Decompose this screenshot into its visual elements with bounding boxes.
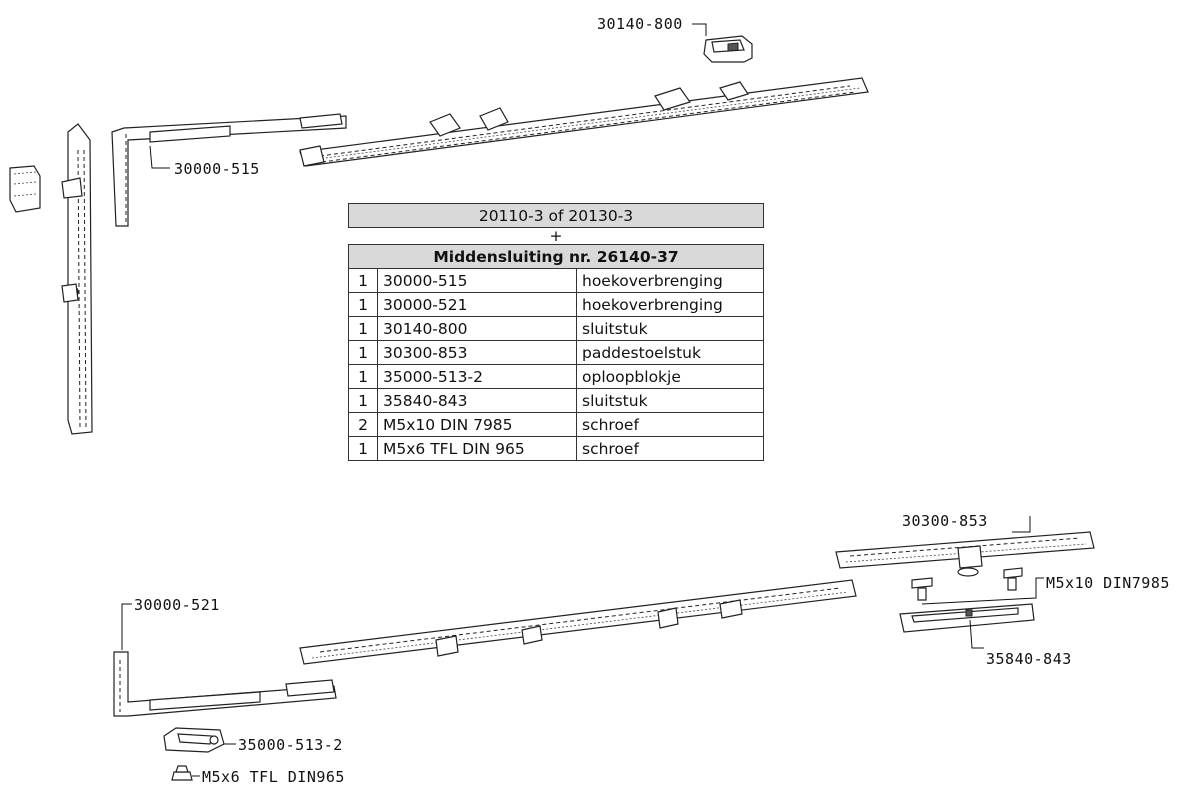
row-qty: 1 [348,268,378,293]
row-code: M5x10 DIN 7985 [377,412,577,437]
part-35840-843: 35840-843 [899,603,1072,668]
row-code: 30000-521 [377,292,577,317]
row-code: 35000-513-2 [377,364,577,389]
row-desc: paddestoelstuk [576,340,764,365]
table-row: 1 M5x6 TFL DIN 965 schroef [348,436,764,461]
row-qty: 1 [348,436,378,461]
row-desc: sluitstuk [576,388,764,413]
leader-30000-515 [149,145,170,169]
row-qty: 1 [348,292,378,317]
part-30300-853: 30300-853 [835,512,1095,577]
row-desc: hoekoverbrenging [576,292,764,317]
row-desc: hoekoverbrenging [576,268,764,293]
part-m5x6-screw: M5x6 TFL DIN965 [171,765,345,786]
table-header-middensluiting: Middensluiting nr. 26140-37 [348,244,764,269]
table-row: 1 30300-853 paddestoelstuk [348,340,764,365]
callout-30000-515: 30000-515 [174,160,260,178]
part-30000-515: 30000-515 [111,113,347,227]
row-desc: oploopblokje [576,364,764,389]
table-header-row: 20110-3 of 20130-3 [348,203,764,228]
row-qty: 1 [348,340,378,365]
callout-35840-843: 35840-843 [986,650,1072,668]
table-plus: + [348,227,764,245]
row-code: 35840-843 [377,388,577,413]
table-header-model: 20110-3 of 20130-3 [348,203,764,228]
callout-30140-800: 30140-800 [597,15,683,33]
leader-m5x10 [921,577,1044,605]
part-35000-513-2: 35000-513-2 [163,727,343,754]
table-plus-row: + [348,227,764,245]
row-code: 30140-800 [377,316,577,341]
row-code: 30000-515 [377,268,577,293]
callout-m5x6: M5x6 TFL DIN965 [202,768,345,786]
table-row: 1 30140-800 sluitstuk [348,316,764,341]
callout-30300-853: 30300-853 [902,512,988,530]
leader-30000-521 [121,603,132,650]
callout-m5x10: M5x10 DIN7985 [1046,574,1170,592]
table-row: 1 35840-843 sluitstuk [348,388,764,413]
table-row: 1 30000-515 hoekoverbrenging [348,268,764,293]
row-code: 30300-853 [377,340,577,365]
row-qty: 1 [348,364,378,389]
leader-30140-800 [692,23,707,36]
row-code: M5x6 TFL DIN 965 [377,436,577,461]
row-desc: sluitstuk [576,316,764,341]
row-qty: 1 [348,316,378,341]
row-desc: schroef [576,412,764,437]
bottom-drive-rod [299,579,857,665]
row-desc: schroef [576,436,764,461]
part-30140-800: 30140-800 [597,15,753,63]
top-drive-rod [299,77,869,167]
callout-30000-521: 30000-521 [134,596,220,614]
row-qty: 2 [348,412,378,437]
table-row: 1 30000-521 hoekoverbrenging [348,292,764,317]
left-vertical-rod [61,123,93,435]
part-m5x10-screws: M5x10 DIN7985 [911,567,1170,605]
leader-35840-843 [969,619,984,649]
table-row: 2 M5x10 DIN 7985 schroef [348,412,764,437]
table-row: 1 35000-513-2 oploopblokje [348,364,764,389]
part-30000-521: 30000-521 [113,596,337,717]
table-subheader-row: Middensluiting nr. 26140-37 [348,244,764,269]
leader-30300-853 [1012,516,1031,533]
parts-list-table: 20110-3 of 20130-3 + Middensluiting nr. … [348,203,764,461]
left-small-block [9,165,41,213]
callout-35000-513-2: 35000-513-2 [238,736,343,754]
row-qty: 1 [348,388,378,413]
